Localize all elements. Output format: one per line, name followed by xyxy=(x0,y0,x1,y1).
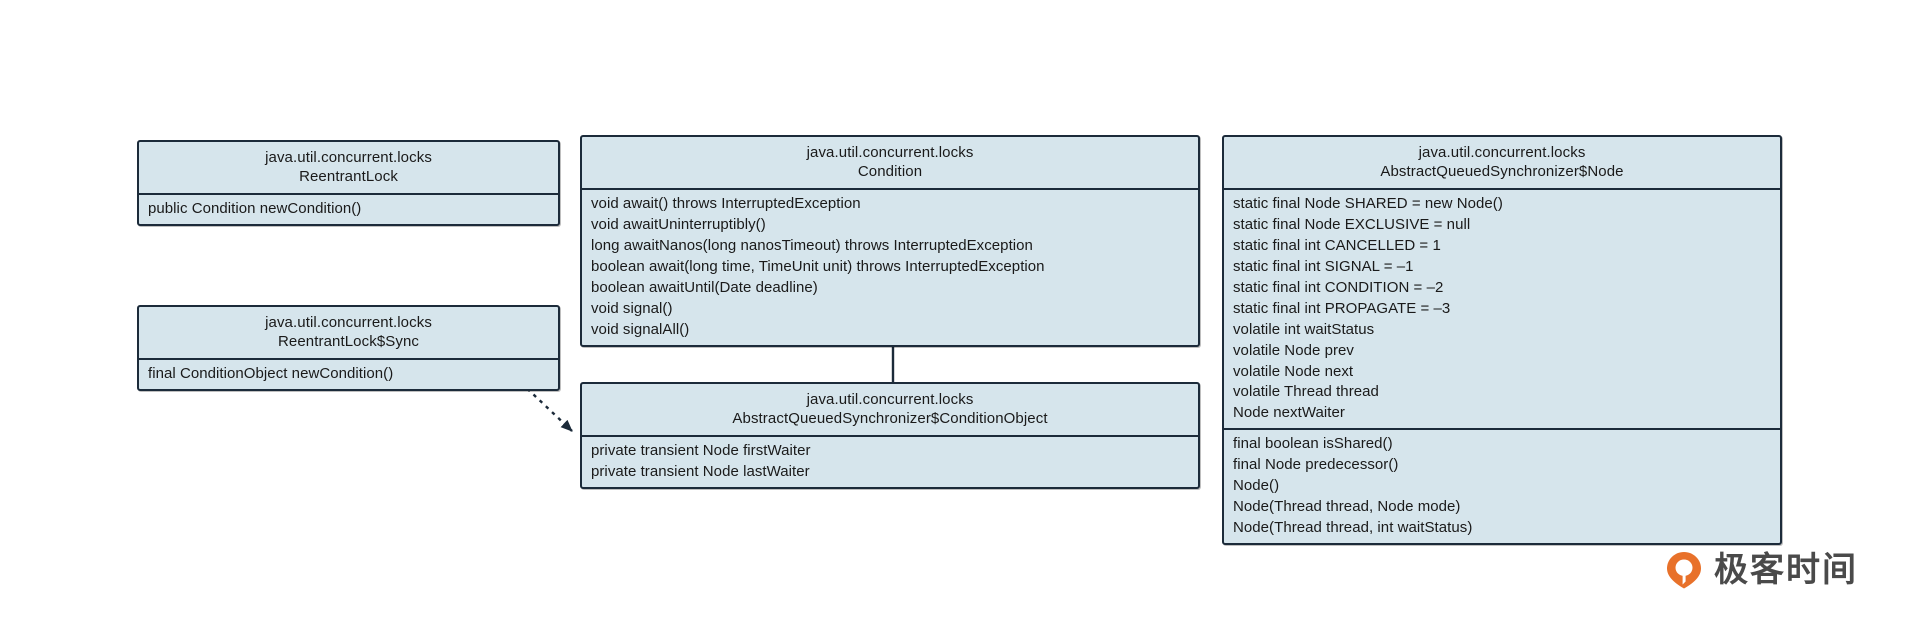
class-member: private transient Node firstWaiter xyxy=(591,442,811,460)
class-compartment-methods: final boolean isShared() final Node pred… xyxy=(1224,428,1780,542)
class-member: volatile Node prev xyxy=(1233,341,1354,359)
class-member: static final int PROPAGATE = –3 xyxy=(1233,299,1451,317)
geektime-brand-text: 极客时间 xyxy=(1714,551,1858,589)
class-name: ReentrantLock xyxy=(299,168,398,186)
class-name: AbstractQueuedSynchronizer$ConditionObje… xyxy=(732,410,1048,428)
class-member: volatile Node next xyxy=(1233,362,1354,380)
class-header: java.util.concurrent.locks Condition xyxy=(582,137,1198,191)
class-box-reentrantlock-sync[interactable]: java.util.concurrent.locks ReentrantLock… xyxy=(137,305,560,392)
class-member: volatile int waitStatus xyxy=(1233,320,1375,338)
geektime-logo-icon xyxy=(1664,550,1704,590)
class-member: static final Node EXCLUSIVE = null xyxy=(1233,216,1471,234)
class-package: java.util.concurrent.locks xyxy=(265,149,432,166)
class-name: Condition xyxy=(857,163,923,181)
class-member: void signal() xyxy=(591,299,673,317)
class-box-condition-object[interactable]: java.util.concurrent.locks AbstractQueue… xyxy=(580,382,1200,490)
class-package: java.util.concurrent.locks xyxy=(806,391,974,408)
class-package: java.util.concurrent.locks xyxy=(265,314,432,331)
class-member: volatile Thread thread xyxy=(1233,383,1379,401)
class-member: final boolean isShared() xyxy=(1233,435,1393,453)
class-compartment-methods: void await() throws InterruptedException… xyxy=(582,190,1198,344)
class-member: boolean awaitUntil(Date deadline) xyxy=(591,278,818,296)
class-member: static final int CANCELLED = 1 xyxy=(1233,237,1441,255)
class-member: static final int SIGNAL = –1 xyxy=(1233,258,1414,276)
class-header: java.util.concurrent.locks AbstractQueue… xyxy=(582,384,1198,438)
class-name: ReentrantLock$Sync xyxy=(277,333,420,351)
class-compartment-fields: static final Node SHARED = new Node() st… xyxy=(1224,190,1780,428)
class-member: final ConditionObject newCondition() xyxy=(148,365,394,383)
class-member: void signalAll() xyxy=(591,320,690,338)
class-package: java.util.concurrent.locks xyxy=(1418,144,1586,161)
class-box-aqs-node[interactable]: java.util.concurrent.locks AbstractQueue… xyxy=(1222,135,1782,545)
geektime-watermark: 极客时间 xyxy=(1664,550,1858,590)
class-member: private transient Node lastWaiter xyxy=(591,463,810,481)
class-header: java.util.concurrent.locks ReentrantLock… xyxy=(139,307,558,361)
class-member: void awaitUninterruptibly() xyxy=(591,216,766,234)
class-member: public Condition newCondition() xyxy=(148,200,362,218)
class-member: static final Node SHARED = new Node() xyxy=(1233,195,1503,213)
class-member: boolean await(long time, TimeUnit unit) … xyxy=(591,258,1045,276)
class-member: Node nextWaiter xyxy=(1233,404,1345,422)
class-member: final Node predecessor() xyxy=(1233,456,1399,474)
class-member: Node(Thread thread, Node mode) xyxy=(1233,497,1461,515)
class-member: static final int CONDITION = –2 xyxy=(1233,278,1444,296)
class-member: long awaitNanos(long nanosTimeout) throw… xyxy=(591,237,1033,255)
class-member: Node(Thread thread, int waitStatus) xyxy=(1233,518,1473,536)
class-compartment-fields: private transient Node firstWaiter priva… xyxy=(582,437,1198,487)
class-name: AbstractQueuedSynchronizer$Node xyxy=(1380,163,1624,181)
class-header: java.util.concurrent.locks AbstractQueue… xyxy=(1224,137,1780,191)
class-box-condition[interactable]: java.util.concurrent.locks Condition voi… xyxy=(580,135,1200,347)
class-member: Node() xyxy=(1233,476,1280,494)
class-member: void await() throws InterruptedException xyxy=(591,195,861,213)
class-compartment-methods: final ConditionObject newCondition() xyxy=(139,360,558,389)
class-package: java.util.concurrent.locks xyxy=(806,144,974,161)
class-compartment-methods: public Condition newCondition() xyxy=(139,195,558,224)
class-box-reentrantlock[interactable]: java.util.concurrent.locks ReentrantLock… xyxy=(137,140,560,227)
class-header: java.util.concurrent.locks ReentrantLock xyxy=(139,142,558,196)
